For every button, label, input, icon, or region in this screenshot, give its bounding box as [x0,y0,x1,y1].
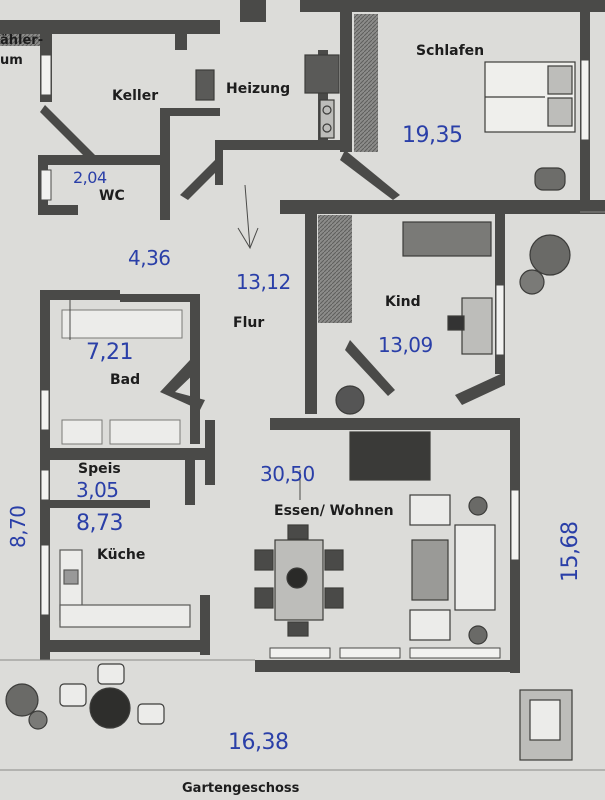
area-left-terrace: 8,70 [6,505,30,548]
windows [40,54,590,659]
room-label-speis: Speis [78,461,121,477]
bed [484,61,576,191]
room-label-essen: Essen/ Wohnen [274,503,394,519]
area-bad: 7,21 [86,340,133,365]
kitchen-counter [59,549,191,628]
area-kueche: 8,73 [76,511,123,536]
terrace-lines [0,211,605,771]
bad-fixtures [61,309,183,445]
kind-furniture [335,221,571,415]
area-speis: 3,05 [76,478,119,502]
area-essen: 30,50 [260,462,315,486]
area-vorraum: 4,36 [128,246,171,270]
area-bottom-terrace: 16,38 [228,730,289,755]
room-label-flur: Flur [233,315,265,331]
outdoor-furniture [5,663,573,761]
room-label-heizung: Heizung [226,81,291,97]
living-furniture [254,431,496,645]
room-label-schlafen: Schlafen [416,43,485,59]
room-label-zaehler-line2: um [0,53,23,68]
wall-hatching [0,14,378,323]
area-schlafen: 19,35 [402,123,463,148]
area-wc: 2,04 [73,168,107,187]
room-label-bad: Bad [110,372,141,388]
boiler [195,54,340,139]
area-kind: 13,09 [378,333,433,357]
room-label-zaehler-line1: ähler- [0,33,44,48]
plan-title: Gartengeschoss [182,781,300,796]
room-label-keller: Keller [112,88,159,104]
door-swings [69,184,301,500]
room-label-kueche: Küche [97,547,146,563]
area-flur: 13,12 [236,270,291,294]
room-label-kind: Kind [385,294,421,310]
area-right-terrace: 15,68 [558,521,583,582]
room-label-wc: WC [99,188,125,204]
